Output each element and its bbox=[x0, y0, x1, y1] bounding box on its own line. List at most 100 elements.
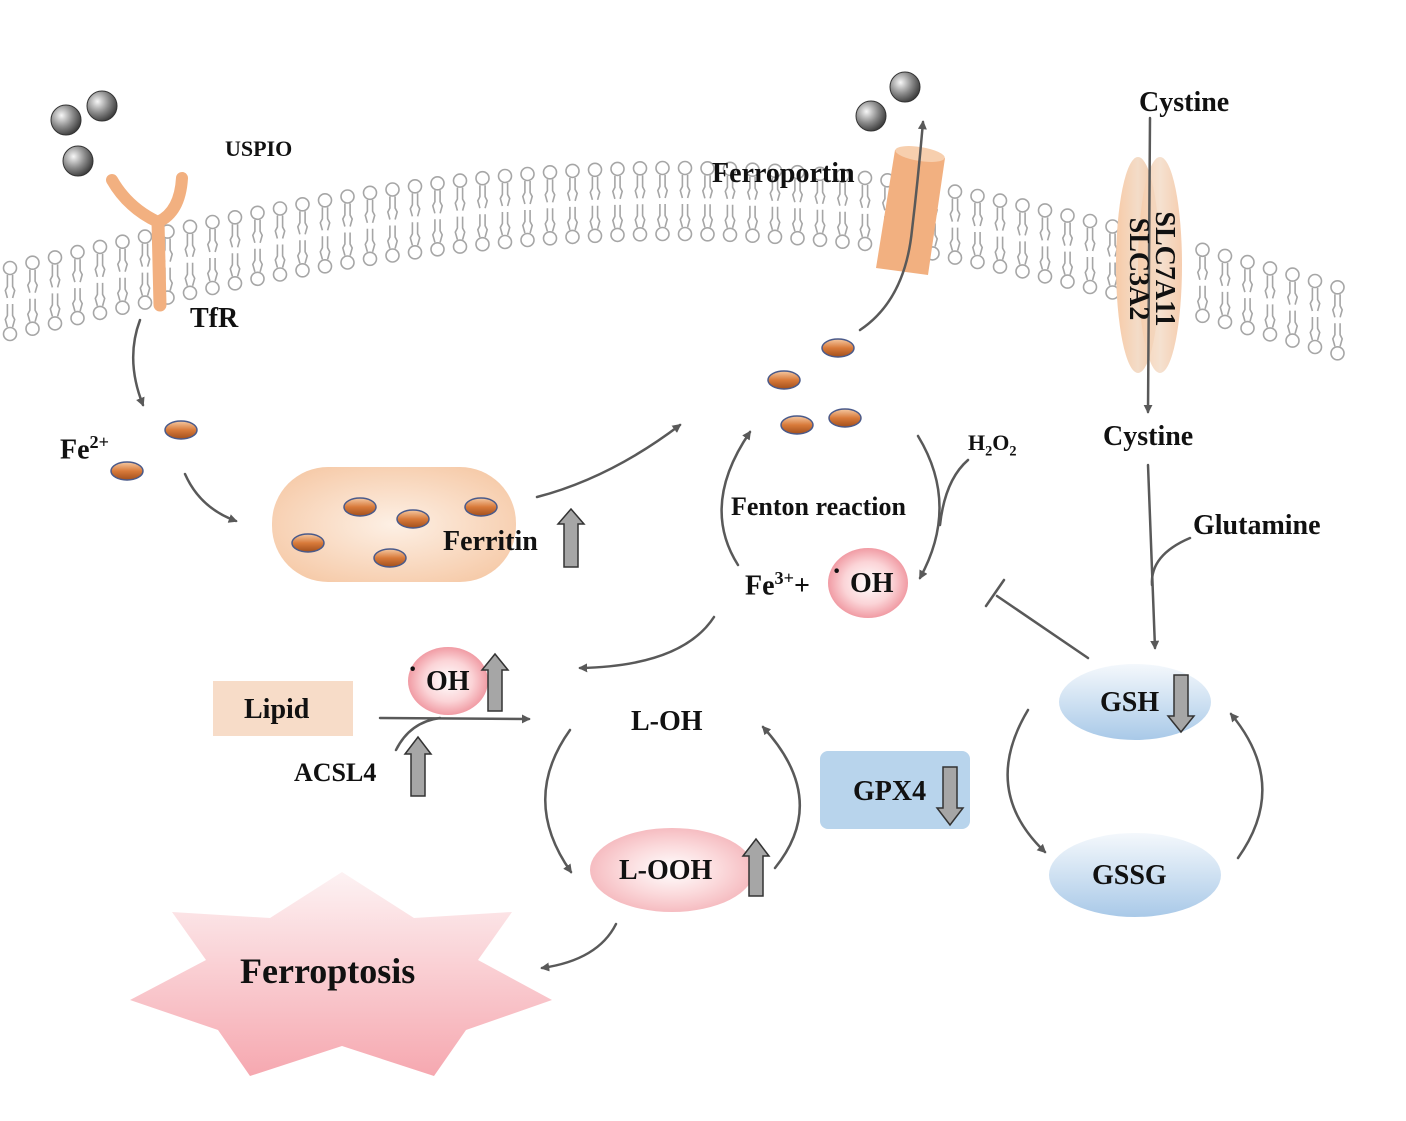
phospholipid-tail bbox=[4, 275, 9, 299]
phospholipid-head bbox=[610, 161, 625, 177]
phospholipid-head bbox=[947, 250, 963, 265]
phospholipid-tail bbox=[26, 298, 31, 322]
phospholipid-tail bbox=[251, 219, 256, 244]
fe3-base: Fe bbox=[745, 570, 775, 602]
fe2-label: Fe2+ bbox=[60, 433, 109, 464]
uspio-particle bbox=[50, 104, 82, 136]
phospholipid-tail bbox=[251, 248, 256, 273]
phospholipid-head bbox=[430, 242, 445, 257]
tfr-receptor bbox=[106, 172, 188, 312]
ferritin-capsule bbox=[272, 467, 516, 582]
phospholipid-head bbox=[655, 160, 670, 176]
phospholipid-tail bbox=[476, 214, 481, 238]
phospholipid-tail bbox=[979, 232, 984, 256]
phospholipid-tail bbox=[521, 181, 526, 205]
phospholipid-head bbox=[1195, 242, 1210, 258]
phospholipid-tail bbox=[124, 277, 129, 301]
glutamine-label: Glutamine bbox=[1193, 510, 1321, 541]
phospholipid-tail bbox=[1294, 310, 1299, 334]
phospholipid-tail bbox=[11, 275, 16, 299]
phospholipid-head bbox=[790, 230, 805, 246]
h2o2-h: H bbox=[968, 430, 986, 455]
phospholipid-tail bbox=[26, 269, 31, 293]
phospholipid-tail bbox=[304, 211, 309, 235]
cell-membrane bbox=[2, 160, 1345, 361]
phospholipid-head bbox=[1037, 203, 1053, 218]
phospholipid-tail bbox=[1196, 285, 1201, 310]
phospholipid-tail bbox=[116, 277, 121, 301]
arrow-cystine-to-gsh bbox=[1146, 463, 1160, 650]
phospholipid-head bbox=[70, 310, 85, 326]
phospholipid-tail bbox=[634, 204, 639, 228]
phospholipid-head bbox=[317, 258, 333, 274]
slc7a11-label: SLC7A11 bbox=[1149, 211, 1180, 327]
phospholipid-tail bbox=[589, 205, 594, 230]
phospholipid-head bbox=[700, 161, 715, 176]
fe-ion bbox=[828, 408, 862, 428]
slc3a2-label: SLC3A2 bbox=[1123, 217, 1154, 321]
phospholipid-tail bbox=[731, 204, 736, 229]
phospholipid-tail bbox=[724, 204, 729, 229]
lipid-box bbox=[213, 681, 353, 736]
fe-ion bbox=[396, 509, 430, 529]
uspio-label: USPIO bbox=[225, 136, 293, 161]
phospholipid-head bbox=[25, 321, 40, 337]
fe3-label: Fe3++ bbox=[745, 569, 810, 600]
phospholipid-tail bbox=[101, 282, 106, 307]
phospholipid-head bbox=[1285, 333, 1300, 348]
phospholipid-tail bbox=[124, 248, 129, 272]
phospholipid-head bbox=[610, 227, 625, 243]
phospholipid-tail bbox=[281, 215, 286, 239]
arrow-gssg-to-gsh bbox=[1229, 712, 1264, 860]
phospholipid-tail bbox=[116, 248, 121, 272]
phospholipid-tail bbox=[1046, 217, 1051, 241]
phospholipid-tail bbox=[506, 183, 511, 207]
phospholipid-head bbox=[565, 163, 580, 179]
phospholipid-tail bbox=[349, 203, 354, 227]
phospholipid-head bbox=[992, 193, 1008, 208]
gssg-label: GSSG bbox=[1092, 860, 1167, 891]
fe2-charge: 2+ bbox=[89, 432, 109, 452]
phospholipid-tail bbox=[394, 225, 399, 249]
phospholipid-tail bbox=[236, 253, 241, 277]
phospholipid-tail bbox=[814, 180, 819, 205]
phospholipid-head bbox=[1037, 269, 1053, 284]
phospholipid-head bbox=[137, 295, 153, 310]
ferroportin-label: Ferroportin bbox=[712, 158, 855, 189]
phospholipid-head bbox=[1015, 198, 1030, 213]
phospholipid-tail bbox=[1249, 269, 1254, 293]
phospholipid-tail bbox=[844, 211, 849, 235]
phospholipid-tail bbox=[1331, 323, 1336, 347]
phospholipid-head bbox=[362, 185, 378, 201]
phospholipid-tail bbox=[139, 272, 144, 296]
phospholipid-head bbox=[947, 184, 963, 199]
phospholipid-tail bbox=[454, 216, 459, 240]
phospholipid-tail bbox=[949, 227, 954, 251]
phospholipid-head bbox=[475, 170, 490, 186]
phospholipid-tail bbox=[169, 238, 174, 262]
phospholipid-tail bbox=[1309, 317, 1314, 341]
phospholipid-tail bbox=[566, 206, 571, 231]
phospholipid-head bbox=[497, 234, 513, 250]
lipid-hydroxyl-label: OH bbox=[426, 666, 470, 697]
phospholipid-tail bbox=[49, 264, 54, 288]
phospholipid-tail bbox=[11, 304, 16, 328]
phospholipid-head bbox=[565, 229, 580, 245]
phospholipid-tail bbox=[206, 229, 211, 253]
phospholipid-tail bbox=[229, 224, 234, 248]
phospholipid-head bbox=[1217, 314, 1233, 330]
phospholipid-head bbox=[835, 168, 850, 183]
phospholipid-tail bbox=[1264, 304, 1269, 328]
phospholipid-tail bbox=[1069, 251, 1074, 275]
fe3-charge: 3+ bbox=[774, 568, 794, 588]
phospholipid-tail bbox=[304, 240, 309, 264]
phospholipid-tail bbox=[724, 175, 729, 200]
phospholipid-tail bbox=[1091, 257, 1096, 281]
arrow-glutamine-input bbox=[1150, 536, 1192, 587]
phospholipid-head bbox=[745, 228, 760, 243]
phospholipid-tail bbox=[1091, 228, 1096, 252]
phospholipid-tail bbox=[476, 185, 481, 209]
lipid-label: Lipid bbox=[244, 694, 310, 725]
phospholipid-tail bbox=[701, 175, 706, 199]
phospholipid-head bbox=[227, 275, 243, 291]
